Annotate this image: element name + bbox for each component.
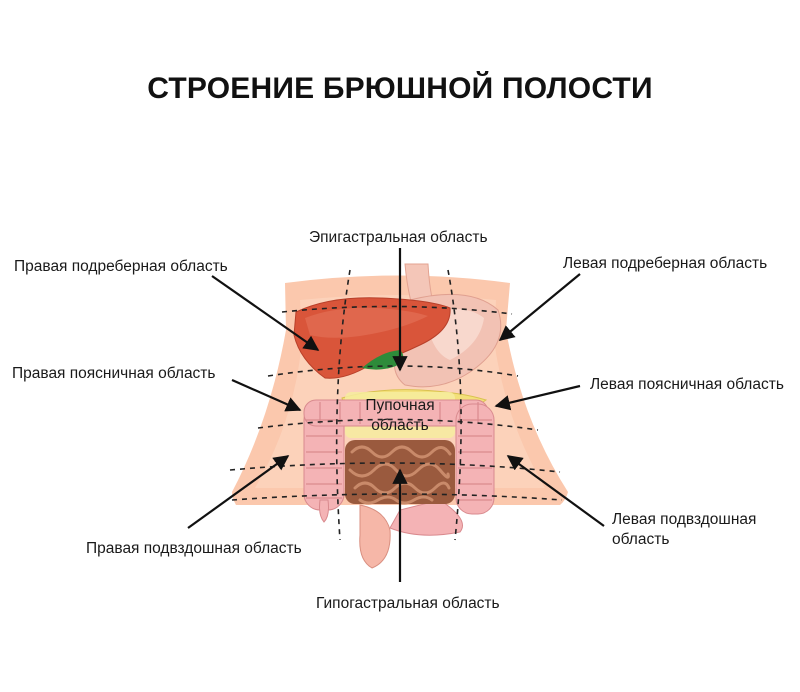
- label-left-lumbar: Левая поясничная область: [590, 376, 784, 393]
- label-right-iliac: Правая подвздошная область: [86, 540, 302, 557]
- grid-line-midclavicular-right: [335, 269, 351, 541]
- grid-line-upper: [281, 305, 513, 315]
- label-left-iliac-line1: Левая подвздошная: [612, 511, 757, 528]
- grid-line-subcostal: [267, 365, 519, 377]
- liver-shade: [305, 307, 428, 338]
- label-left-iliac-line2: область: [612, 531, 670, 548]
- label-left-hypochondriac: Левая подреберная область: [563, 255, 768, 272]
- label-left-iliac: Левая подвздошная область: [612, 510, 756, 550]
- colon-haustra: [306, 402, 492, 501]
- arrow-left-hypochondriac: [498, 273, 581, 341]
- arrow-left-lumbar: [494, 384, 581, 411]
- grid-line-umbilical: [257, 418, 539, 431]
- appendix: [319, 499, 329, 523]
- arrow-right-hypochondriac: [211, 275, 320, 351]
- label-epigastric: Эпигастральная область: [309, 229, 488, 246]
- rectum: [359, 504, 391, 569]
- arrow-right-lumbar: [231, 378, 302, 412]
- arrow-left-iliac: [506, 455, 605, 527]
- label-umbilical-line1: Пупочная: [365, 397, 435, 414]
- arrow-right-iliac: [187, 455, 290, 529]
- label-right-hypochondriac: Правая подреберная область: [14, 258, 228, 275]
- label-hypogastric: Гипогастральная область: [316, 595, 500, 612]
- label-umbilical: Пупочная область: [345, 396, 455, 436]
- grid-line-lower: [231, 493, 563, 501]
- label-right-lumbar: Правая поясничная область: [12, 365, 216, 382]
- label-umbilical-line2: область: [371, 417, 429, 434]
- grid-line-midclavicular-left: [447, 269, 462, 541]
- leader-arrows: [187, 248, 605, 582]
- diagram-title: СТРОЕНИЕ БРЮШНОЙ ПОЛОСТИ: [147, 72, 653, 105]
